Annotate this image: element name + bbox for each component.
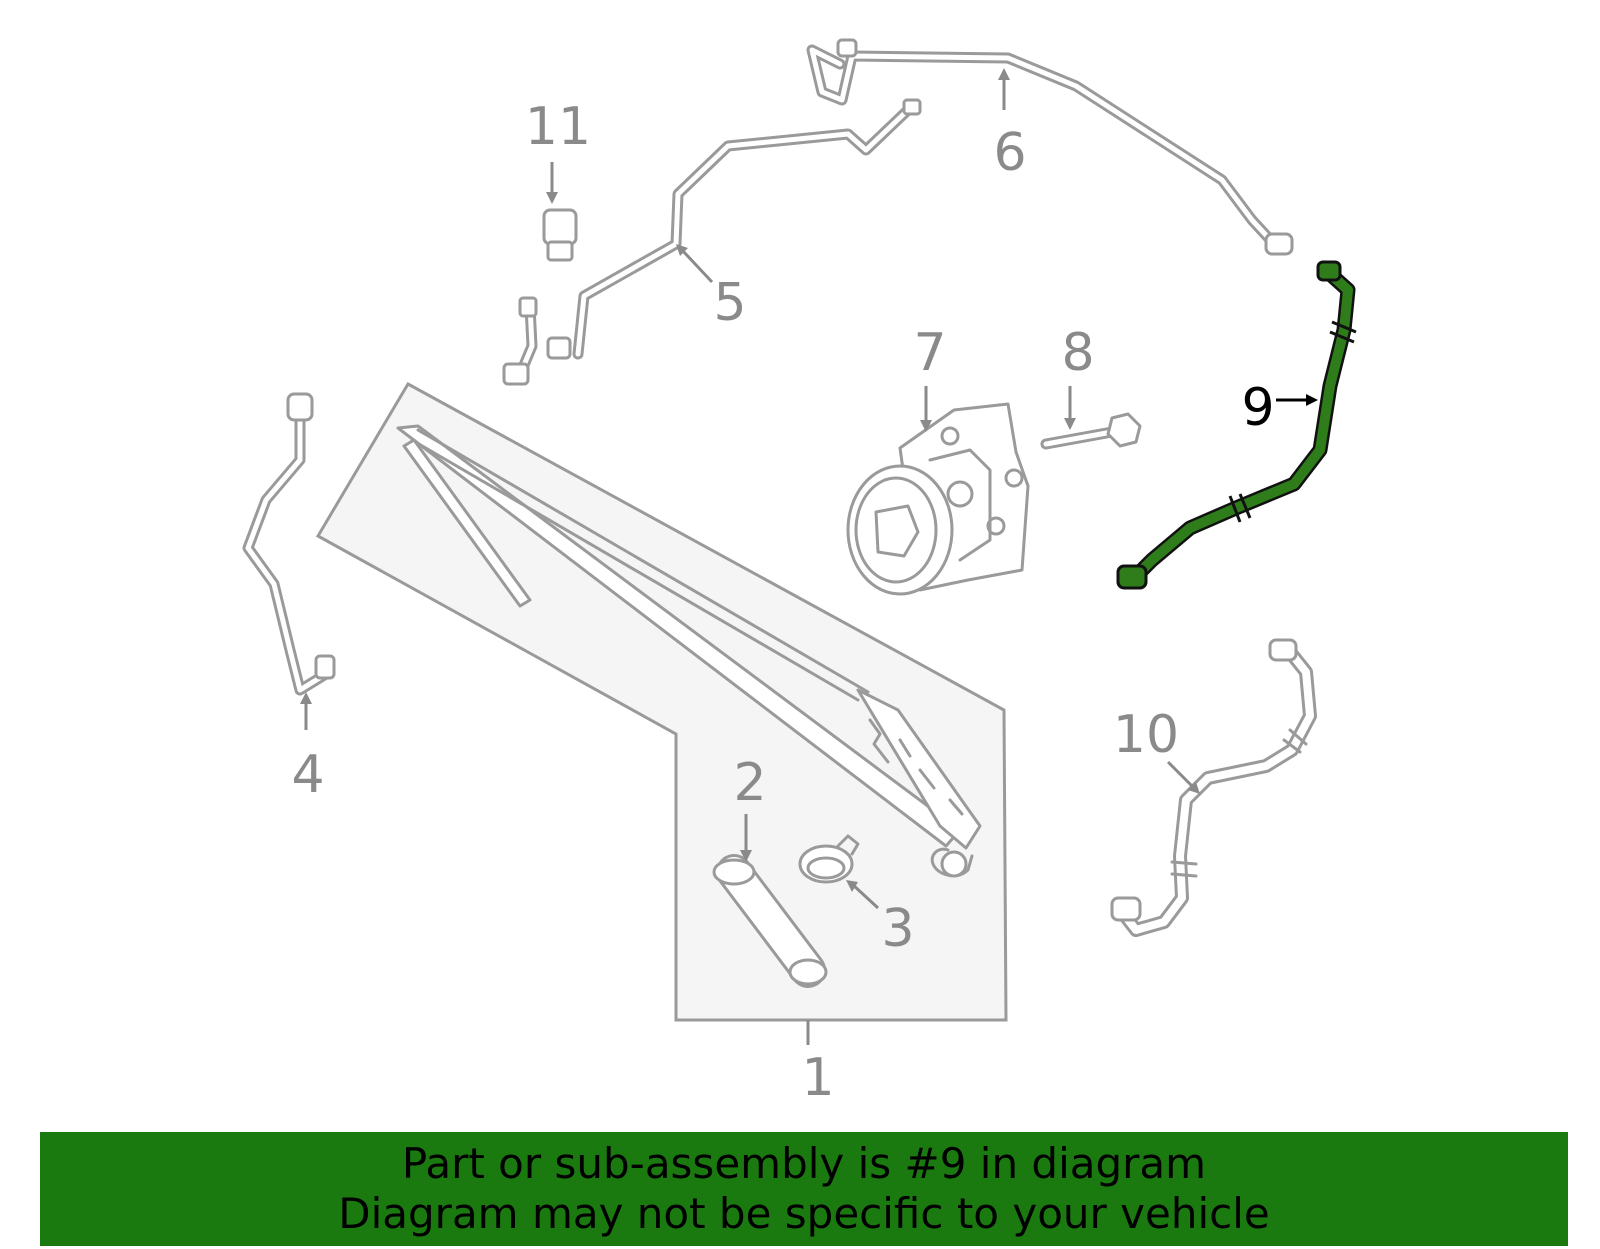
callout-10: 10 (1113, 705, 1179, 765)
callout-6: 6 (993, 123, 1026, 183)
part-11-sensor[interactable] (542, 162, 578, 262)
callout-7: 7 (913, 323, 946, 383)
part-5-tube[interactable] (502, 98, 922, 386)
callout-5: 5 (713, 273, 746, 333)
callout-2: 2 (733, 753, 766, 813)
callout-4: 4 (291, 745, 324, 805)
callout-3: 3 (881, 899, 914, 959)
part-6-tube[interactable] (806, 38, 1294, 256)
part-4-tube[interactable] (242, 392, 336, 730)
part-8-bolt[interactable] (1040, 386, 1142, 450)
callout-11: 11 (525, 97, 591, 157)
part-7-compressor[interactable] (846, 386, 1030, 596)
callout-8: 8 (1061, 323, 1094, 383)
banner-line-1: Part or sub-assembly is #9 in diagram (401, 1139, 1207, 1188)
part-2-drier[interactable] (712, 814, 828, 988)
info-banner: Part or sub-assembly is #9 in diagram Di… (40, 1132, 1568, 1246)
part-10-hose[interactable] (1110, 638, 1317, 937)
banner-line-2: Diagram may not be specific to your vehi… (338, 1189, 1270, 1238)
callout-1: 1 (801, 1048, 834, 1108)
part-3-clamp[interactable] (798, 834, 880, 910)
callout-9-active: 9 (1241, 378, 1274, 438)
part-9-hose-highlighted[interactable] (1116, 260, 1357, 590)
condenser-core (396, 424, 982, 878)
